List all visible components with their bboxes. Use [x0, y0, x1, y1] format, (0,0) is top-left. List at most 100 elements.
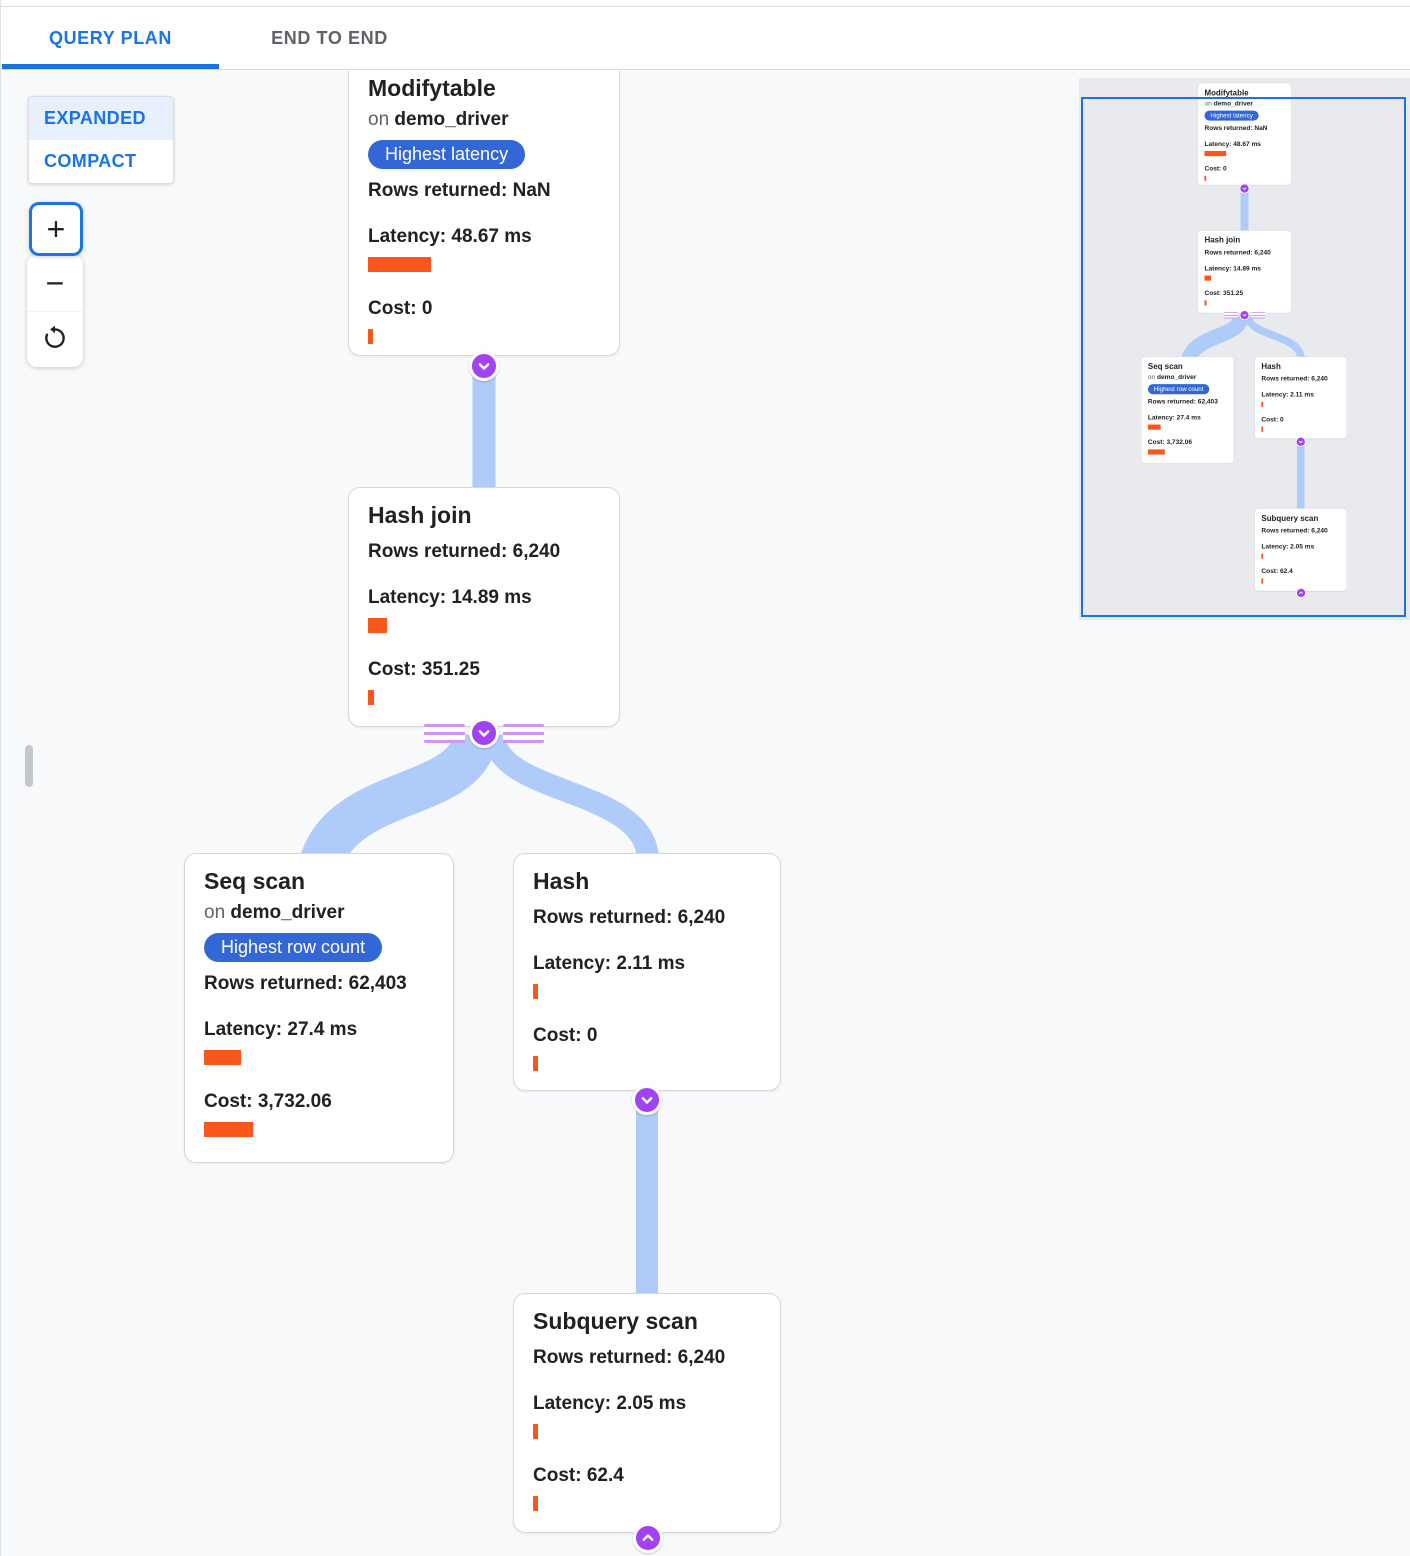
query-plan-diagram: Modifytable on demo_driver Highest laten…: [1141, 83, 1348, 601]
rows-returned: Rows returned: 6,240: [368, 541, 561, 562]
tab-query-plan[interactable]: QUERY PLAN: [1, 7, 220, 69]
node-seq-scan[interactable]: Seq scan on demo_driver Highest row coun…: [184, 853, 454, 1163]
node-seq-scan[interactable]: Seq scan on demo_driver Highest row coun…: [1141, 356, 1235, 464]
chevron-down-icon: [1239, 310, 1250, 321]
rotate-ccw-icon: [42, 321, 68, 358]
rows-returned: Rows returned: 62,403: [1147, 397, 1218, 406]
multi-edge-stripes-left: [1223, 311, 1238, 319]
query-plan-diagram: Modifytable on demo_driver Highest laten…: [184, 71, 784, 1556]
node-title: Hash: [1261, 361, 1281, 371]
node-hash[interactable]: Hash Rows returned: 6,240 Latency: 2.11 …: [1254, 356, 1347, 439]
cost-bar: [1261, 578, 1264, 584]
latency-bar: [533, 1424, 538, 1439]
cost-bar: [204, 1122, 253, 1137]
latency-label: Latency: 27.4 ms: [1147, 413, 1201, 422]
cost-bar: [1204, 175, 1207, 181]
rows-returned: Rows returned: NaN: [368, 180, 551, 201]
latency-bar: [533, 984, 538, 999]
collapse-connector-modifytable[interactable]: [1239, 183, 1250, 194]
node-subquery-scan[interactable]: Subquery scan Rows returned: 6,240 Laten…: [513, 1293, 781, 1533]
active-tab-underline: [2, 64, 219, 69]
latency-label: Latency: 2.11 ms: [533, 953, 686, 974]
zoom-out-button[interactable]: −: [27, 255, 83, 311]
node-hash[interactable]: Hash Rows returned: 6,240 Latency: 2.11 …: [513, 853, 781, 1091]
multi-edge-stripes-right: [503, 723, 544, 743]
edge-hashjoin-hash: [483, 733, 659, 862]
node-subquery-scan[interactable]: Subquery scan Rows returned: 6,240 Laten…: [1254, 508, 1347, 592]
expand-connector-subquery-scan[interactable]: [1295, 587, 1307, 599]
cost-label: Cost: 62.4: [1261, 567, 1293, 575]
cost-label: Cost: 0: [1204, 165, 1227, 173]
node-table-line: on demo_driver: [204, 902, 345, 923]
tab-end-to-end[interactable]: END TO END: [220, 7, 439, 69]
query-plan-canvas[interactable]: Modifytable on demo_driver Highest laten…: [1, 71, 1410, 1556]
cost-label: Cost: 62.4: [533, 1465, 624, 1486]
node-title: Hash join: [368, 502, 472, 528]
collapse-connector-hash[interactable]: [632, 1085, 662, 1115]
collapse-connector-modifytable[interactable]: [469, 351, 499, 381]
latency-bar: [1261, 401, 1264, 407]
latency-label: Latency: 48.67 ms: [1204, 140, 1261, 148]
expanded-button[interactable]: EXPANDED: [29, 97, 173, 140]
node-modifytable[interactable]: Modifytable on demo_driver Highest laten…: [1197, 83, 1292, 186]
cost-label: Cost: 3,732.06: [204, 1091, 332, 1112]
node-title: Modifytable: [1204, 88, 1249, 98]
cost-bar: [1147, 449, 1165, 455]
top-divider: [1, 0, 1410, 7]
rows-returned: Rows returned: 6,240: [533, 907, 726, 928]
rows-returned: Rows returned: 6,240: [1261, 375, 1328, 383]
latency-bar: [1261, 553, 1264, 559]
scrollbar-thumb[interactable]: [25, 745, 33, 787]
latency-label: Latency: 2.11 ms: [1261, 391, 1314, 399]
node-table-line: on demo_driver: [368, 109, 509, 130]
rows-returned: Rows returned: 6,240: [533, 1347, 726, 1368]
node-hash-join[interactable]: Hash join Rows returned: 6,240 Latency: …: [348, 487, 620, 727]
latency-bar: [204, 1050, 241, 1065]
cost-bar: [1204, 300, 1207, 306]
rows-returned: Rows returned: 6,240: [1261, 527, 1328, 535]
cost-label: Cost: 0: [533, 1025, 598, 1046]
collapse-connector-hash[interactable]: [1295, 436, 1306, 447]
node-modifytable[interactable]: Modifytable on demo_driver Highest laten…: [348, 71, 620, 356]
expand-connector-subquery-scan[interactable]: [633, 1523, 663, 1553]
latency-bar: [1204, 150, 1227, 157]
tab-label: END TO END: [271, 27, 388, 48]
minimap[interactable]: Modifytable on demo_driver Highest laten…: [1079, 78, 1410, 620]
chevron-down-icon: [632, 1085, 662, 1115]
chevron-up-icon: [633, 1523, 663, 1553]
latency-label: Latency: 14.89 ms: [1204, 264, 1261, 273]
rows-returned: Rows returned: 6,240: [1204, 248, 1271, 257]
node-title: Seq scan: [1147, 361, 1183, 371]
tab-label: QUERY PLAN: [48, 27, 173, 48]
edge-hashjoin-hash: [1244, 314, 1305, 360]
cost-label: Cost: 0: [1261, 415, 1284, 424]
zoom-controls: −: [27, 255, 83, 367]
collapse-connector-hash-join[interactable]: [424, 718, 544, 748]
table-name: demo_driver: [394, 109, 509, 130]
cost-label: Cost: 351.25: [368, 659, 480, 680]
latency-label: Latency: 2.05 ms: [533, 1393, 687, 1414]
node-title: Hash: [533, 868, 590, 894]
latency-label: Latency: 48.67 ms: [368, 226, 532, 247]
layout-mode-toggle: EXPANDED COMPACT: [28, 96, 174, 184]
latency-label: Latency: 14.89 ms: [368, 587, 532, 608]
cost-label: Cost: 351.25: [1204, 289, 1244, 297]
cost-bar: [1261, 426, 1264, 432]
zoom-in-button[interactable]: +: [29, 202, 83, 256]
latency-label: Latency: 2.05 ms: [1261, 542, 1315, 551]
node-title: Hash join: [1204, 235, 1241, 245]
collapse-connector-hash-join[interactable]: [1223, 310, 1266, 321]
cost-bar: [533, 1056, 538, 1071]
table-name: demo_driver: [230, 902, 345, 923]
compact-button[interactable]: COMPACT: [29, 140, 173, 183]
reset-zoom-button[interactable]: [27, 311, 83, 367]
cost-bar: [533, 1496, 538, 1511]
minimap-viewport[interactable]: [1081, 97, 1406, 617]
node-hash-join[interactable]: Hash join Rows returned: 6,240 Latency: …: [1197, 230, 1292, 314]
highest-latency-badge: Highest latency: [368, 140, 526, 169]
table-name: demo_driver: [1213, 99, 1253, 108]
chevron-down-icon: [1239, 183, 1250, 194]
rows-returned: Rows returned: 62,403: [204, 973, 407, 994]
highest-row-count-badge: Highest row count: [204, 933, 383, 962]
